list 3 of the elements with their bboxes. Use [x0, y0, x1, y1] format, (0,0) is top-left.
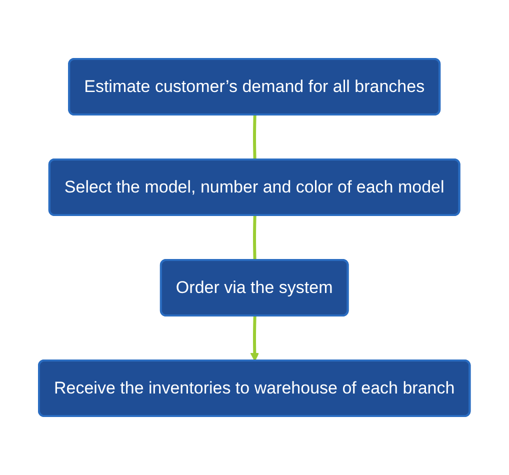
- arrow: [250, 316, 260, 362]
- connector: [253, 114, 256, 160]
- connector: [253, 215, 256, 261]
